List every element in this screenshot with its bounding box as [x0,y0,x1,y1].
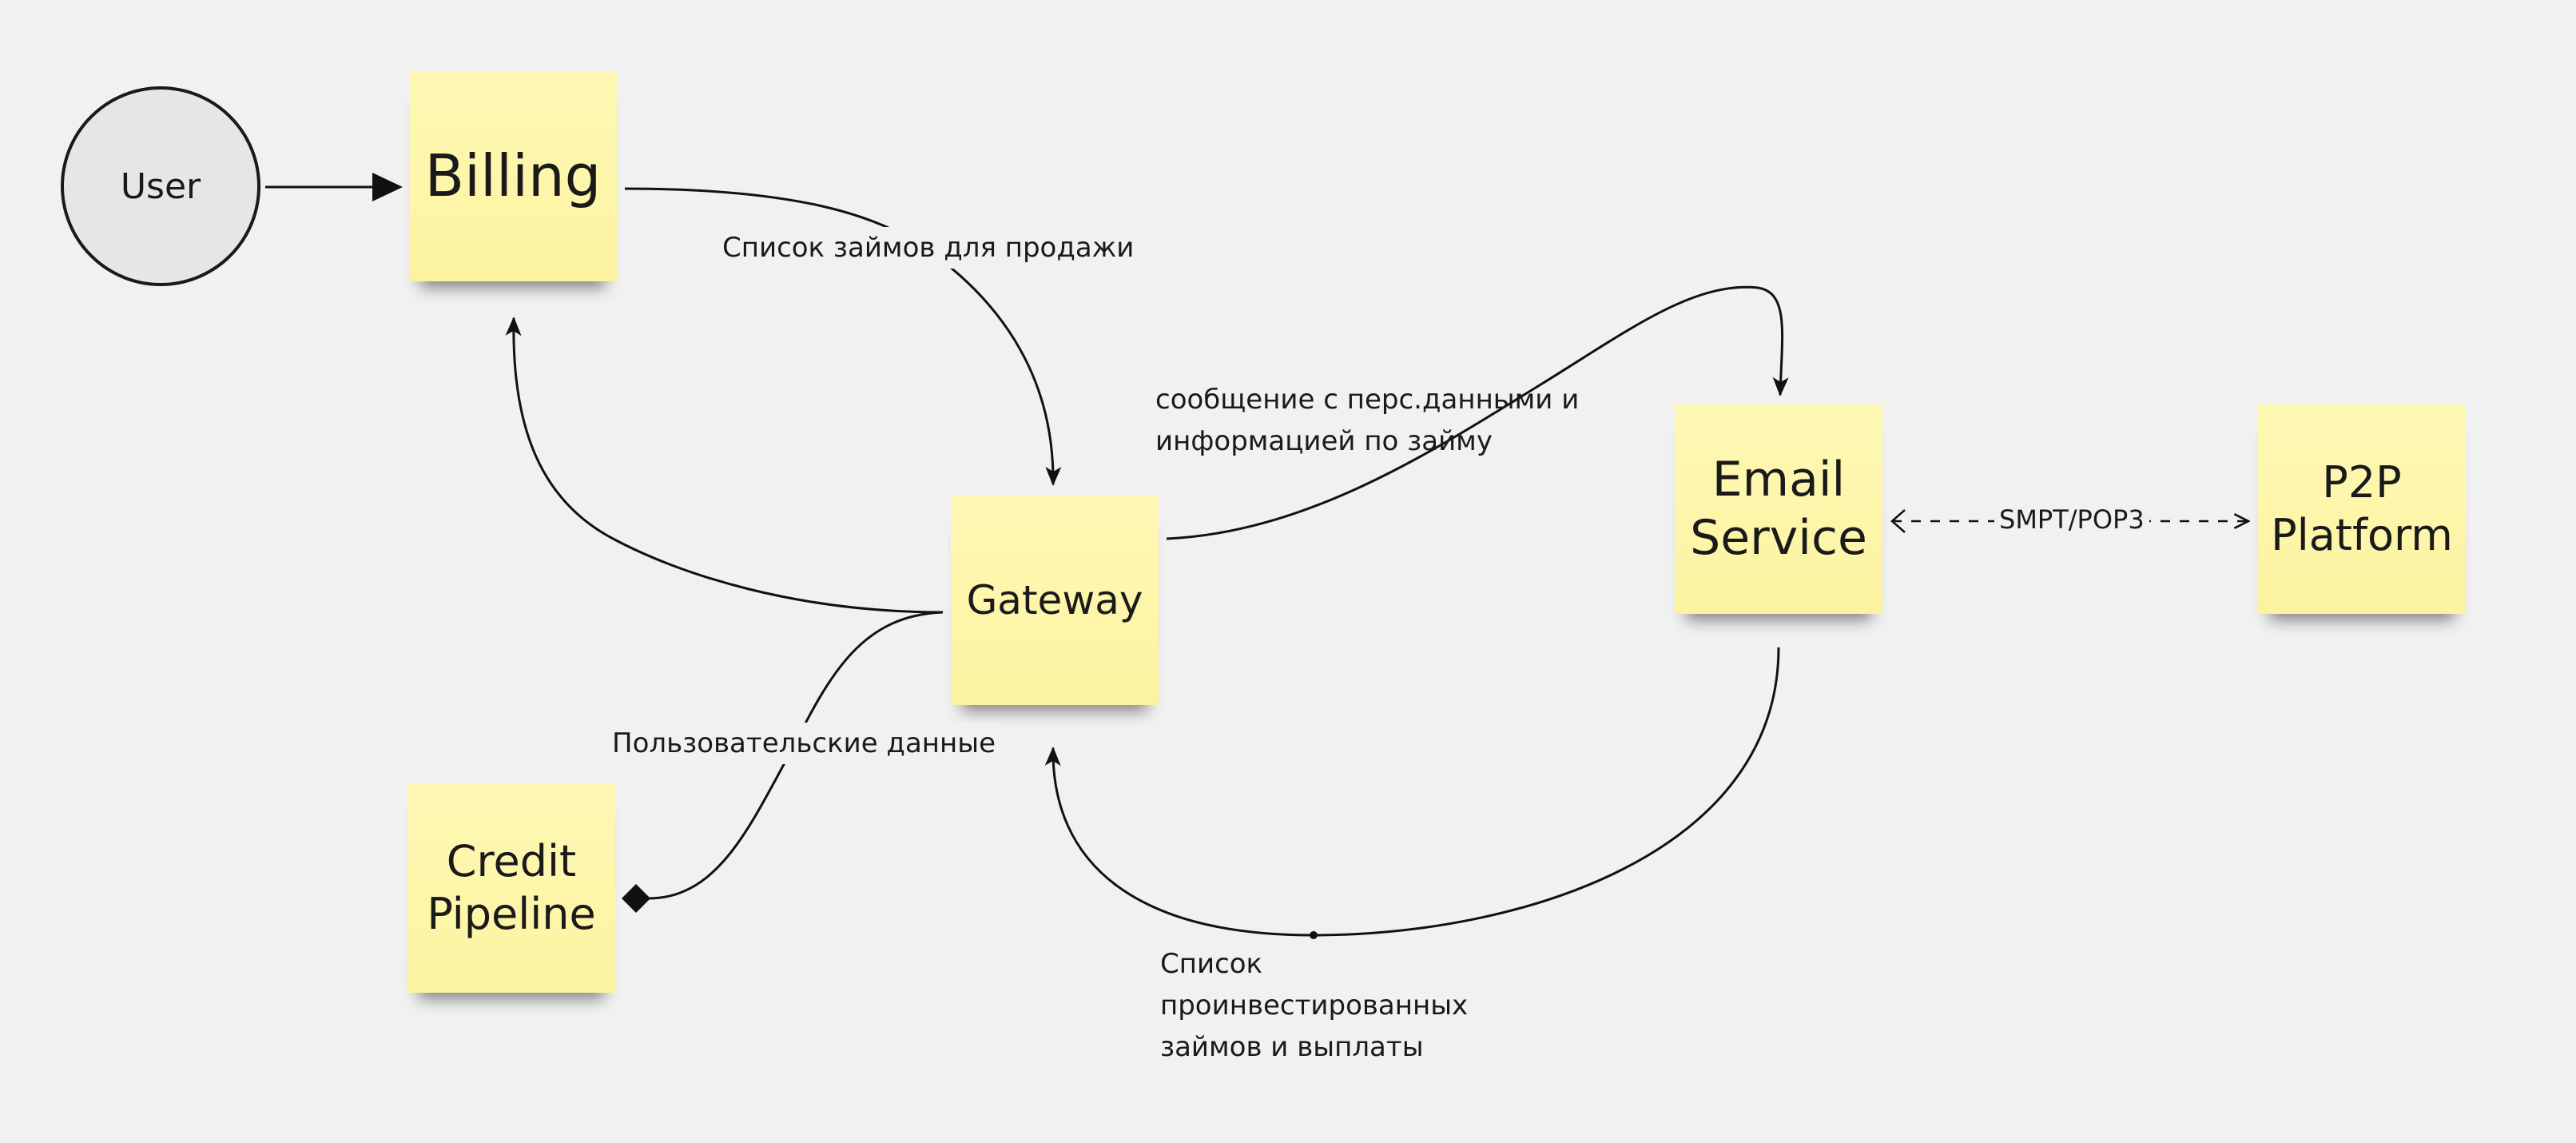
edge-gateway-billing [505,317,944,614]
edge-gateway-email [1166,285,1789,540]
diamond-credit [622,884,650,913]
edge-email-gateway [1044,647,1780,937]
node-billing[interactable]: Billing [409,72,617,281]
node-user-label: User [120,165,201,207]
edge-label-email-gateway: Список проинвестированных займов и выпла… [1160,948,1469,1063]
node-p2p-platform[interactable]: P2P Platform [2258,404,2466,614]
node-user[interactable]: User [61,86,260,286]
edge-label-credit-gateway: Пользовательские данные [607,723,1001,764]
node-gateway[interactable]: Gateway [951,496,1159,705]
arrowhead-email-side [1890,509,1906,533]
edge-label-gateway-email: сообщение с перс.данными и информацией п… [1155,384,1580,457]
node-email-service[interactable]: Email Service [1675,404,1882,614]
node-credit-pipeline[interactable]: Credit Pipeline [407,783,615,993]
arrowhead-user-billing [372,173,403,201]
edge-midpoint-dot [1310,931,1318,939]
edge-label-billing-gateway: Список займов для продажи [718,227,1139,269]
edge-label-email-p2p: SMPT/POP3 [1994,499,2149,540]
